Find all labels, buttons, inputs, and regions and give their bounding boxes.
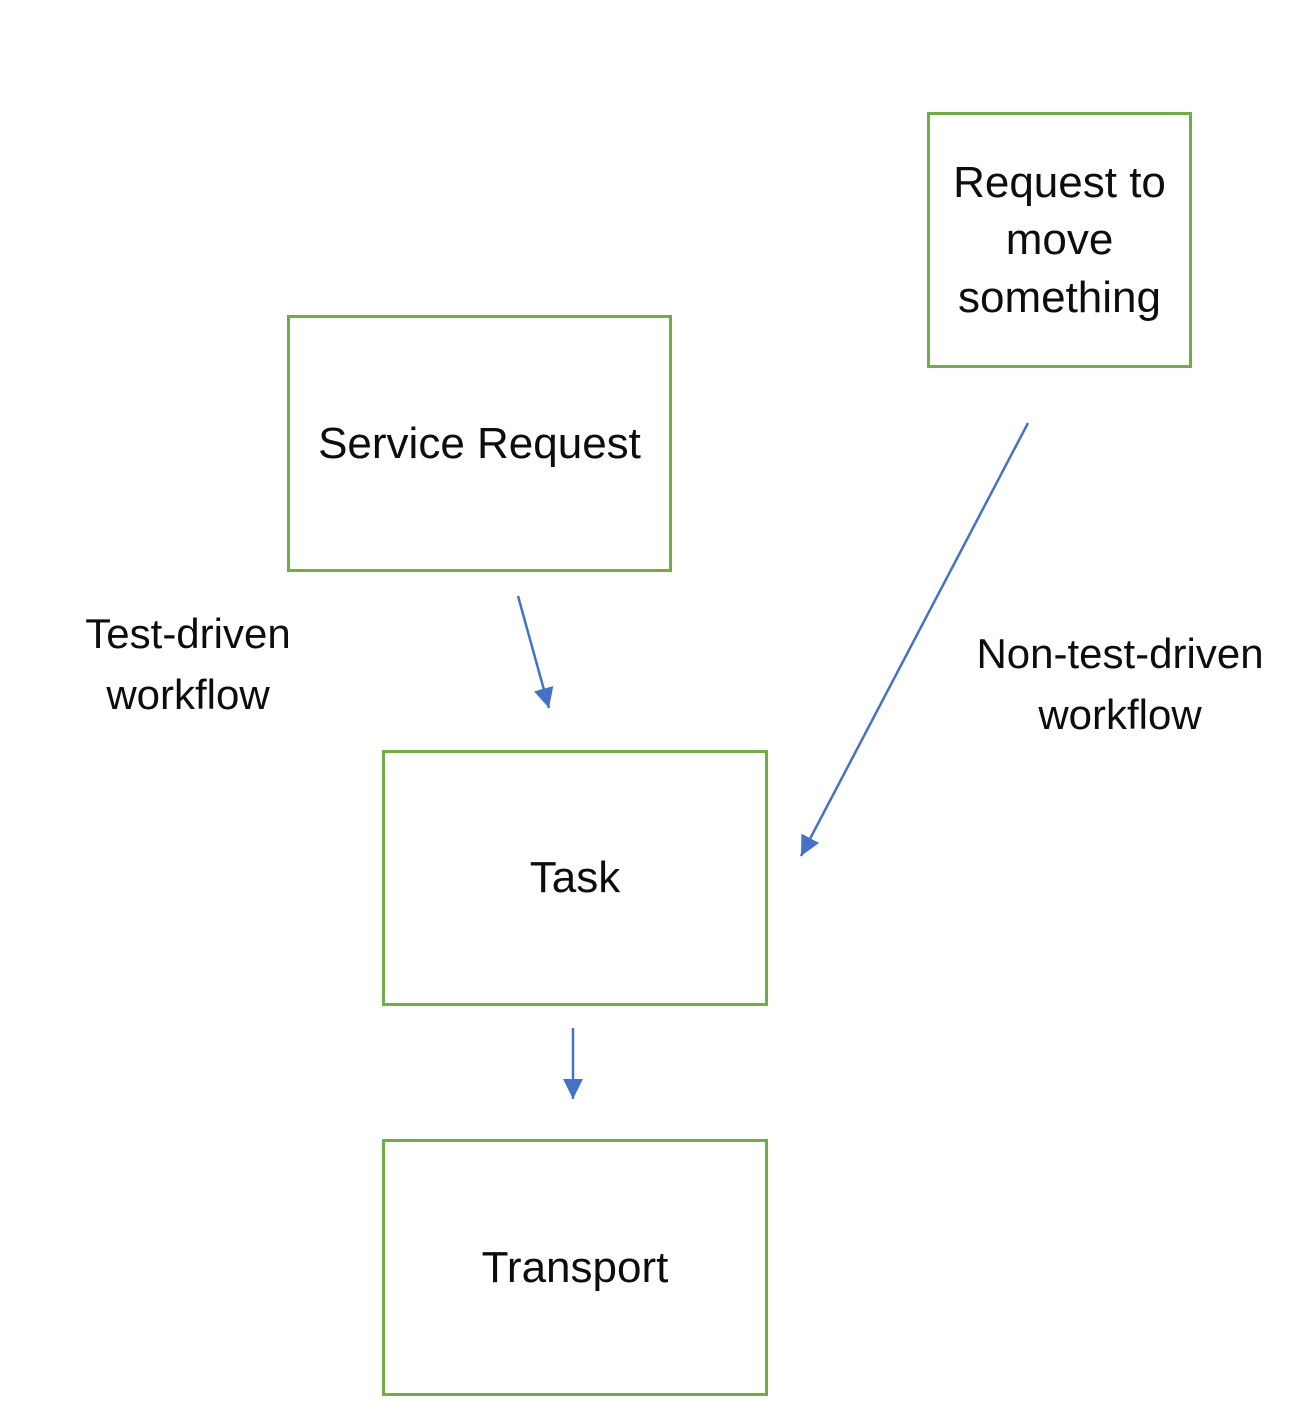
- label-test-driven-workflow: Test-driven workflow: [85, 610, 291, 718]
- label-non-test-driven-workflow: Non-test-driven workflow: [976, 630, 1264, 738]
- arrow-service-request-to-task: [516, 595, 554, 709]
- node-label: Service Request: [318, 418, 641, 468]
- node-transport: Transport: [382, 1139, 768, 1396]
- node-task: Task: [382, 750, 768, 1006]
- node-label: Request to move something: [953, 158, 1166, 322]
- node-label: Transport: [481, 1242, 669, 1292]
- node-service-request: Service Request: [287, 315, 672, 572]
- node-request-to-move-something: Request to move something: [927, 112, 1192, 368]
- node-label: Task: [529, 853, 621, 903]
